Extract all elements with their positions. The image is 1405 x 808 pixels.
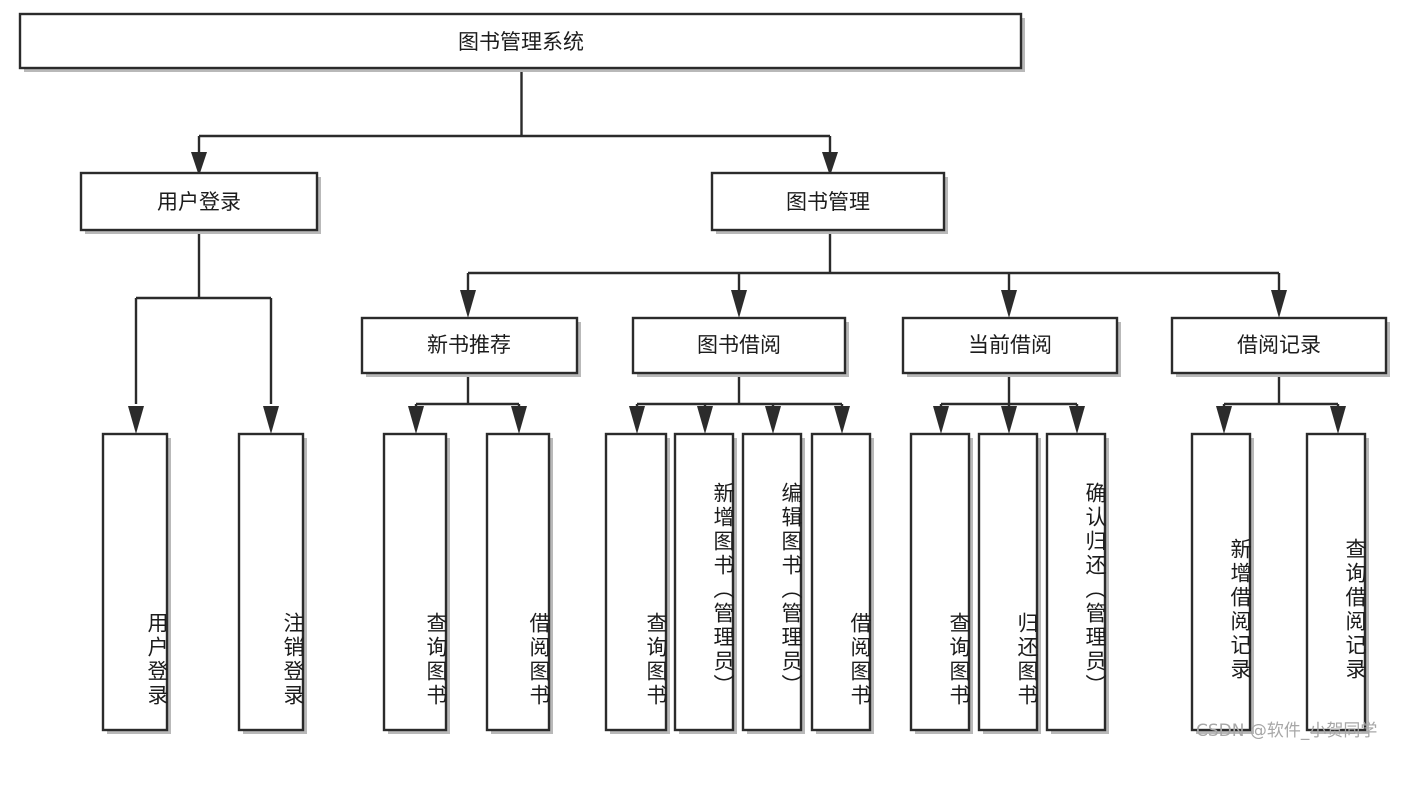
node-leaf-edit-book[interactable] <box>741 432 805 734</box>
arrow-leaf-edit-book <box>765 406 781 434</box>
node-leaf-return-book[interactable] <box>977 432 1041 734</box>
arrow-borrow-record <box>1271 290 1287 318</box>
node-user-login[interactable]: 用户登录 <box>79 171 321 234</box>
arrow-book-manage <box>822 152 838 176</box>
node-root[interactable]: 图书管理系统 <box>18 12 1025 72</box>
arrow-leaf-add-book <box>697 406 713 434</box>
node-leaf-query-book-3[interactable] <box>909 432 973 734</box>
arrow-leaf-query-book-2 <box>629 406 645 434</box>
node-user-login-label: 用户登录 <box>157 190 241 214</box>
arrow-leaf-user-login <box>128 406 144 434</box>
node-leaf-borrow-book-1[interactable] <box>485 432 553 734</box>
arrow-current-borrow <box>1001 290 1017 318</box>
arrow-leaf-borrow-book-2 <box>834 406 850 434</box>
node-book-manage[interactable]: 图书管理 <box>710 171 948 234</box>
node-leaf-user-login[interactable] <box>101 432 171 734</box>
node-root-label: 图书管理系统 <box>458 30 584 54</box>
arrow-leaf-return-book <box>1001 406 1017 434</box>
node-leaf-add-book[interactable] <box>673 432 737 734</box>
node-leaf-query-record[interactable] <box>1305 432 1369 734</box>
node-new-book-recommend-label: 新书推荐 <box>427 333 511 357</box>
node-new-book-recommend[interactable]: 新书推荐 <box>360 316 581 377</box>
node-book-manage-label: 图书管理 <box>786 190 870 214</box>
arrow-leaf-query-book-3 <box>933 406 949 434</box>
node-leaf-user-logout[interactable] <box>237 432 307 734</box>
node-current-borrow[interactable]: 当前借阅 <box>901 316 1121 377</box>
arrow-leaf-query-record <box>1330 406 1346 434</box>
diagram-canvas: 图书管理系统 用户登录 图书管理 新书推荐 <box>18 12 1390 741</box>
arrow-leaf-query-book-1 <box>408 406 424 434</box>
node-book-borrow[interactable]: 图书借阅 <box>631 316 849 377</box>
node-current-borrow-label: 当前借阅 <box>968 333 1052 357</box>
node-leaf-query-book-1[interactable] <box>382 432 450 734</box>
arrow-book-borrow <box>731 290 747 318</box>
node-borrow-record[interactable]: 借阅记录 <box>1170 316 1390 377</box>
arrow-user-login <box>191 152 207 176</box>
node-borrow-record-label: 借阅记录 <box>1237 333 1321 357</box>
arrow-leaf-borrow-book-1 <box>511 406 527 434</box>
arrow-leaf-add-record <box>1216 406 1232 434</box>
edges-layer <box>128 70 1346 434</box>
node-leaf-borrow-book-2[interactable] <box>810 432 874 734</box>
nodes-layer: 图书管理系统 用户登录 图书管理 新书推荐 <box>18 12 1390 734</box>
node-leaf-add-record[interactable] <box>1190 432 1254 734</box>
arrow-leaf-confirm-return <box>1069 406 1085 434</box>
tree-diagram-svg: 图书管理系统 用户登录 图书管理 新书推荐 <box>18 12 1390 734</box>
node-leaf-confirm-return[interactable] <box>1045 432 1109 734</box>
csdn-watermark: CSDN @软件_小贺同学 <box>1196 721 1378 741</box>
arrow-leaf-user-logout <box>263 406 279 434</box>
arrow-new-book-recommend <box>460 290 476 318</box>
node-book-borrow-label: 图书借阅 <box>697 333 781 357</box>
node-leaf-query-book-2[interactable] <box>604 432 670 734</box>
